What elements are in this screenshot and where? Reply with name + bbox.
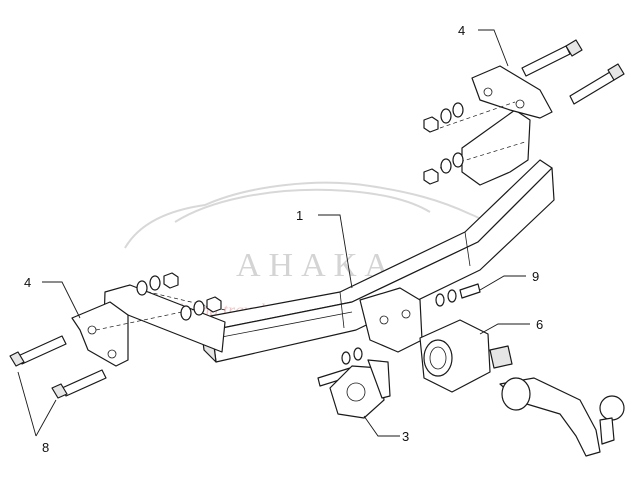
right-washer-2 [452, 102, 464, 118]
electrical-socket [419, 319, 513, 393]
right-bracket [439, 65, 553, 186]
right-bracket-hole-lower [515, 99, 525, 109]
left-bracket-flange [71, 301, 129, 367]
right-bolts [521, 39, 625, 105]
right-nut-2 [423, 168, 439, 185]
leader-3 [363, 415, 400, 437]
right-bolt-lower-head [607, 63, 625, 81]
right-bolt-upper [521, 45, 571, 77]
socket-cable-gland [489, 345, 513, 369]
callout-8: 8 [42, 440, 49, 455]
watermark-car-outline [124, 181, 500, 249]
crossbeam-seam-right [464, 231, 471, 267]
leader-4-top [478, 29, 509, 67]
crossbeam-edge-line [205, 311, 353, 341]
socket-face [423, 339, 453, 377]
tow-ball-stem [599, 417, 615, 445]
left-washer-4 [193, 300, 205, 316]
center-mount [317, 283, 481, 387]
watermark-title: АНАКА [236, 247, 397, 284]
lower-washer-2 [353, 347, 363, 361]
left-bracket-hole-lower [107, 349, 117, 359]
callout-9: 9 [532, 269, 539, 284]
right-bracket-flange [471, 65, 553, 119]
leader-1 [318, 214, 353, 289]
left-fasteners [136, 272, 222, 321]
callout-4-left: 4 [24, 275, 31, 290]
callout-4-top: 4 [458, 23, 465, 38]
right-nut-1 [423, 116, 439, 133]
left-bolts [9, 335, 107, 399]
watermark-car-roof [174, 188, 431, 223]
lower-washer-1 [341, 351, 351, 365]
left-nut-2 [206, 296, 222, 313]
right-washer-1 [440, 108, 452, 124]
socket-bracket-tab [367, 359, 391, 399]
right-bolt-upper-head [565, 39, 583, 57]
right-bracket-hole-upper [483, 87, 493, 97]
callout-labels: 1 3 4 4 6 8 9 [24, 23, 543, 455]
right-washer-4 [452, 152, 464, 168]
center-washer-1 [435, 293, 445, 307]
left-bolt-upper [17, 335, 67, 365]
center-bolt-9 [459, 283, 481, 299]
left-nut-1 [163, 272, 179, 289]
callout-3: 3 [402, 429, 409, 444]
socket-face-inner [429, 346, 447, 370]
tow-ball-assembly [499, 377, 625, 457]
callout-6: 6 [536, 317, 543, 332]
leader-8-lower [35, 399, 57, 437]
left-bolt-lower [61, 369, 107, 397]
center-mount-hole-1 [379, 315, 389, 325]
leader-8-upper [17, 371, 37, 437]
right-bracket-axis-upper [439, 101, 516, 129]
right-washer-3 [440, 158, 452, 174]
socket-bracket-plate [329, 365, 385, 419]
leader-lines [17, 29, 530, 437]
leader-6 [479, 323, 530, 335]
left-bracket [71, 284, 226, 367]
tow-ball-mount-collar [501, 377, 531, 411]
left-washer-1 [136, 280, 148, 296]
callout-1: 1 [296, 208, 303, 223]
center-washer-2 [447, 289, 457, 303]
right-bolt-lower [569, 71, 615, 105]
crossbeam-seam-left [339, 291, 345, 329]
center-mount-plate [359, 287, 423, 353]
right-bracket-plate [461, 109, 531, 186]
crossbeam-front-face [211, 167, 555, 363]
socket-bracket [329, 359, 391, 419]
left-washer-3 [180, 305, 192, 321]
left-bolt-upper-head [9, 351, 25, 367]
right-fasteners [423, 102, 464, 185]
left-washer-2 [149, 275, 161, 291]
leader-9 [479, 275, 526, 291]
center-mount-hole-2 [401, 309, 411, 319]
left-bolt-lower-head [51, 383, 68, 399]
leader-4-left [42, 281, 81, 319]
socket-bracket-hole [346, 382, 366, 402]
tow-ball [599, 395, 625, 421]
